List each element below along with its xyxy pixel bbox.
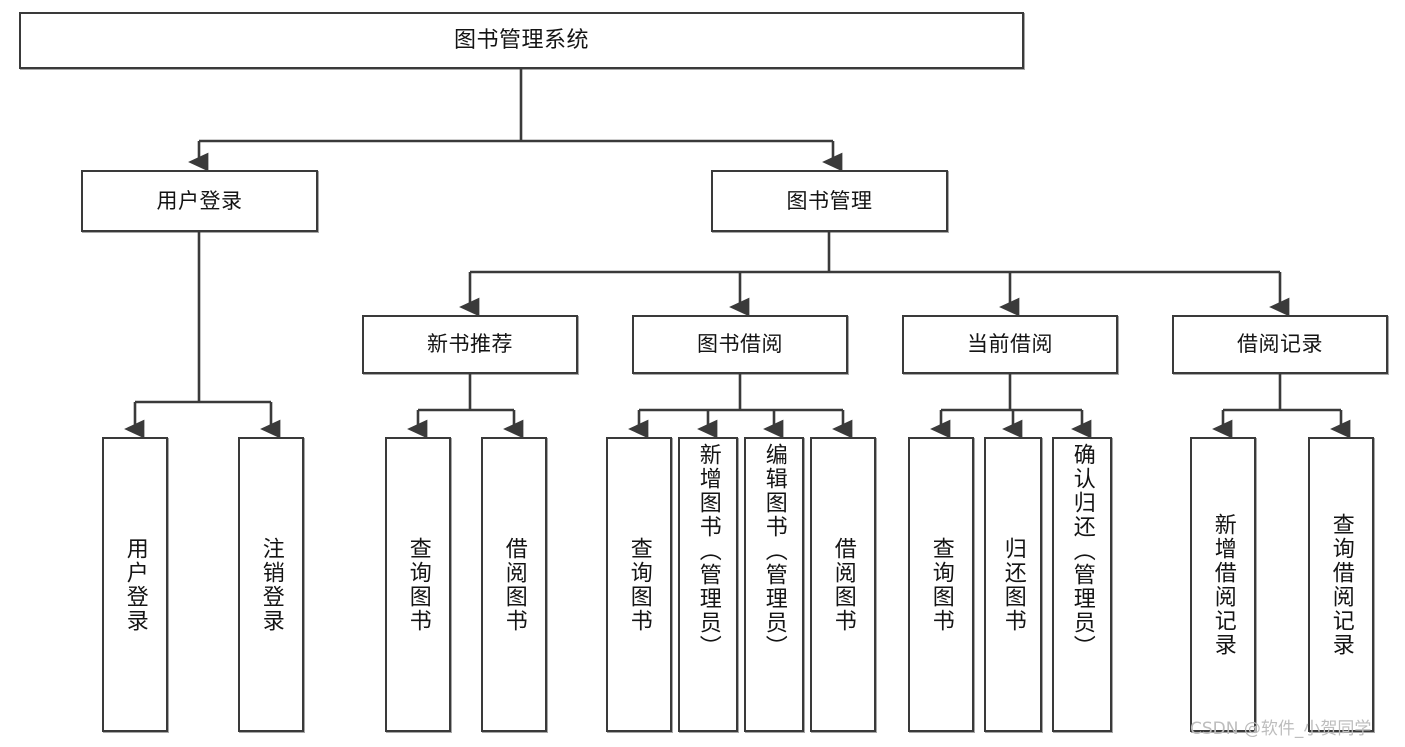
node-leaf-user-logout[interactable]: 注销登录 (238, 437, 304, 732)
node-leaf-query-borrow-record-label: 查询借阅记录 (1328, 512, 1354, 657)
node-leaf-add-book-admin[interactable]: 新增图书（管理员） (678, 437, 738, 732)
node-leaf-edit-book-admin-label: 编辑图书（管理员） (761, 443, 787, 659)
node-leaf-query-book-1[interactable]: 查询图书 (385, 437, 451, 732)
node-leaf-borrow-book-1-label: 借阅图书 (501, 536, 527, 633)
node-borrow-record-label: 借阅记录 (1237, 332, 1323, 357)
node-leaf-query-borrow-record[interactable]: 查询借阅记录 (1308, 437, 1374, 732)
node-leaf-user-logout-label: 注销登录 (258, 536, 284, 633)
node-user-login[interactable]: 用户登录 (81, 170, 318, 232)
node-leaf-query-book-3-label: 查询图书 (928, 536, 954, 633)
node-leaf-query-book-2[interactable]: 查询图书 (606, 437, 672, 732)
node-new-book-recommend[interactable]: 新书推荐 (362, 315, 578, 374)
node-new-book-recommend-label: 新书推荐 (427, 332, 513, 357)
node-leaf-return-book-label: 归还图书 (1000, 536, 1026, 633)
node-leaf-add-borrow-record[interactable]: 新增借阅记录 (1190, 437, 1256, 732)
node-leaf-borrow-book-2-label: 借阅图书 (830, 536, 856, 633)
node-leaf-user-login[interactable]: 用户登录 (102, 437, 168, 732)
node-leaf-add-borrow-record-label: 新增借阅记录 (1210, 512, 1236, 657)
node-leaf-query-book-2-label: 查询图书 (626, 536, 652, 633)
node-book-borrow[interactable]: 图书借阅 (632, 315, 848, 374)
node-book-manage[interactable]: 图书管理 (711, 170, 948, 232)
node-borrow-record[interactable]: 借阅记录 (1172, 315, 1388, 374)
node-user-login-label: 用户登录 (156, 188, 243, 213)
csdn-watermark: CSDN @软件_小贺同学 (1190, 719, 1372, 739)
node-leaf-confirm-return-admin-label: 确认归还（管理员） (1069, 443, 1095, 659)
node-book-borrow-label: 图书借阅 (697, 332, 783, 357)
node-current-borrow[interactable]: 当前借阅 (902, 315, 1118, 374)
node-leaf-edit-book-admin[interactable]: 编辑图书（管理员） (744, 437, 804, 732)
node-leaf-query-book-3[interactable]: 查询图书 (908, 437, 974, 732)
node-leaf-borrow-book-2[interactable]: 借阅图书 (810, 437, 876, 732)
node-leaf-return-book[interactable]: 归还图书 (984, 437, 1042, 732)
node-leaf-user-login-label: 用户登录 (122, 536, 148, 633)
node-leaf-confirm-return-admin[interactable]: 确认归还（管理员） (1052, 437, 1112, 732)
node-book-manage-label: 图书管理 (786, 188, 873, 213)
node-root-label: 图书管理系统 (453, 27, 589, 53)
node-root[interactable]: 图书管理系统 (19, 12, 1024, 69)
node-leaf-query-book-1-label: 查询图书 (405, 536, 431, 633)
node-current-borrow-label: 当前借阅 (967, 332, 1053, 357)
node-leaf-borrow-book-1[interactable]: 借阅图书 (481, 437, 547, 732)
node-leaf-add-book-admin-label: 新增图书（管理员） (695, 443, 721, 659)
